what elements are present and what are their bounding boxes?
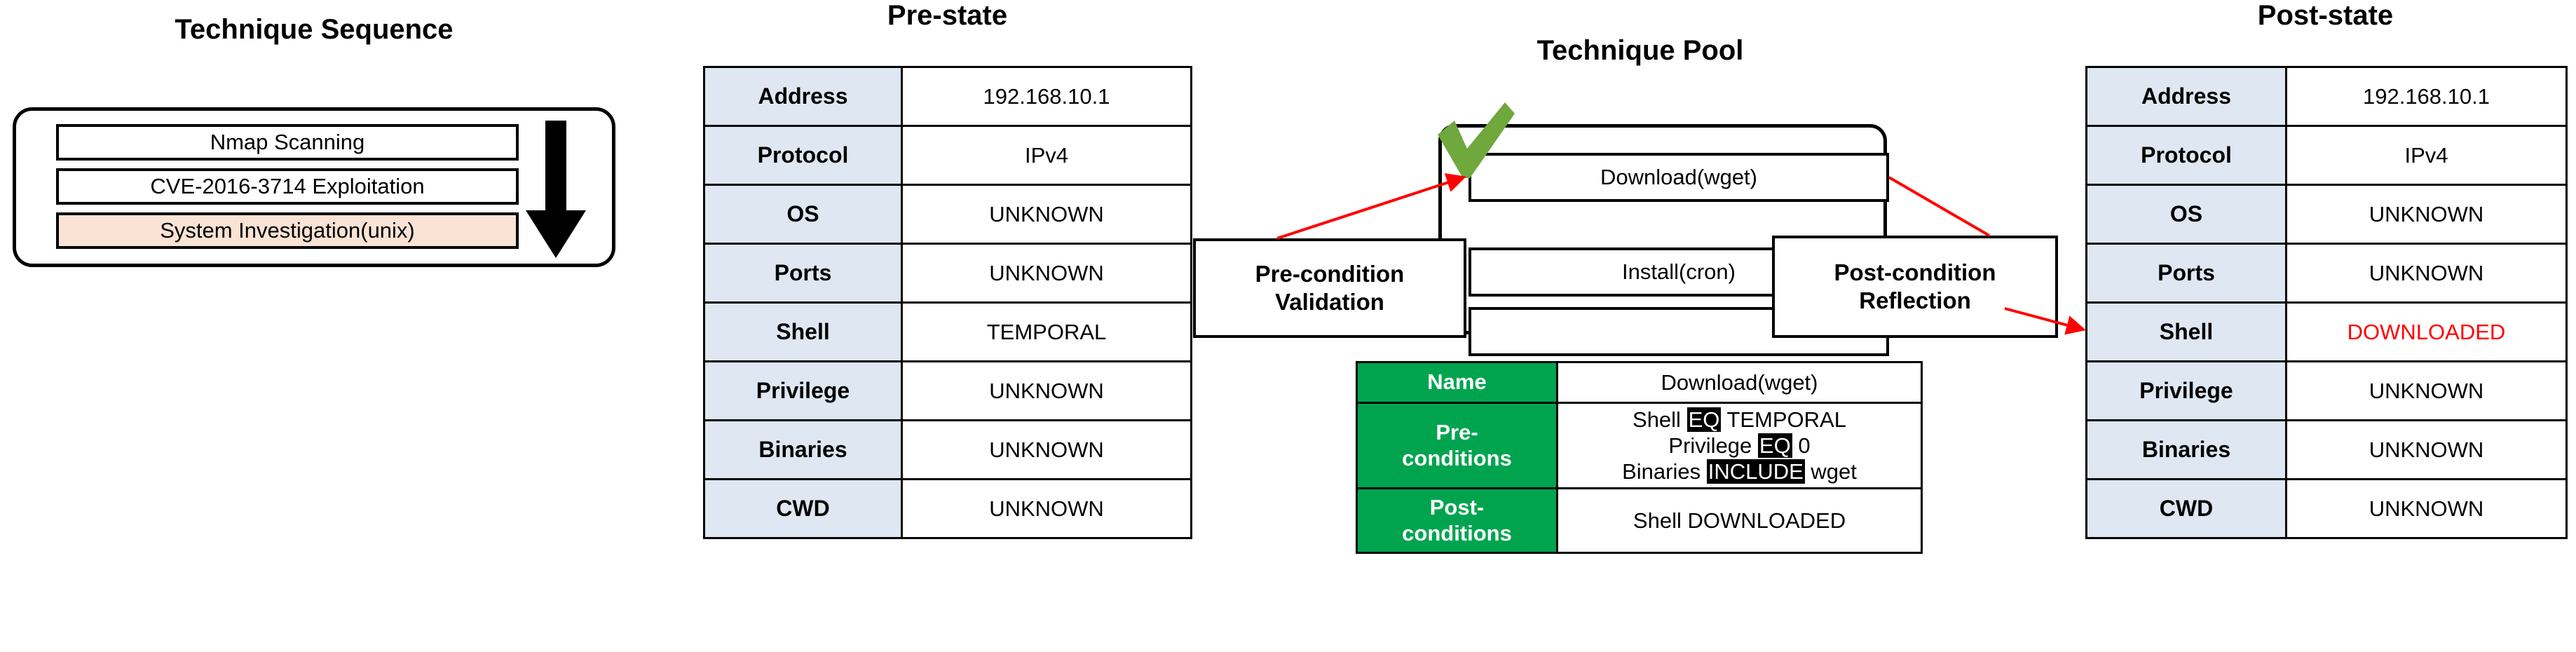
pre-state-value-cwd: UNKNOWN [901, 478, 1192, 539]
technique-sequence-panel: Nmap Scanning CVE-2016-3714 Exploitation… [13, 107, 615, 267]
post-condition-reflection-line1: Post-condition [1834, 259, 1996, 285]
pre-state-value-privilege: UNKNOWN [901, 360, 1192, 421]
pre-condition-validation-line1: Pre-condition [1255, 260, 1405, 287]
table-row: OS UNKNOWN [703, 184, 1192, 245]
post-state-value-ports: UNKNOWN [2285, 243, 2568, 304]
post-state-value-shell: DOWNLOADED [2285, 301, 2568, 362]
post-state-key-protocol: Protocol [2085, 125, 2287, 186]
table-row: Ports UNKNOWN [2085, 243, 2568, 304]
precondition-subject-1: Privilege [1668, 433, 1752, 458]
table-row: Address 192.168.10.1 [2085, 66, 2568, 127]
arrow-pre-condition-to-technique [1276, 173, 1466, 240]
pre-state-key-binaries: Binaries [703, 419, 903, 480]
technique-sequence-item-1[interactable]: CVE-2016-3714 Exploitation [56, 168, 519, 205]
green-check-icon [1438, 102, 1515, 178]
post-state-value-cwd: UNKNOWN [2285, 478, 2568, 539]
table-row: Name Download(wget) [1356, 361, 1923, 404]
down-arrow-icon [526, 121, 586, 258]
table-row: Address 192.168.10.1 [703, 66, 1192, 127]
technique-detail-key-preconditions: Pre- conditions [1356, 402, 1558, 489]
table-row: Protocol IPv4 [703, 125, 1192, 186]
precondition-object-1: 0 [1798, 433, 1811, 458]
pre-state-value-os: UNKNOWN [901, 184, 1192, 245]
table-row: Binaries UNKNOWN [2085, 419, 2568, 480]
table-row: Privilege UNKNOWN [2085, 360, 2568, 421]
pre-condition-validation-box[interactable]: Pre-condition Validation [1193, 238, 1466, 338]
technique-detail-key-name: Name [1356, 361, 1558, 404]
table-row: CWD UNKNOWN [703, 478, 1192, 539]
arrow-technique-to-post-condition [1888, 176, 1991, 237]
pre-state-value-binaries: UNKNOWN [901, 419, 1192, 480]
table-row: Ports UNKNOWN [703, 243, 1192, 304]
technique-detail-key-postconditions-line1: Post- [1429, 494, 1485, 519]
post-state-value-os: UNKNOWN [2285, 184, 2568, 245]
precondition-object-0: TEMPORAL [1726, 407, 1846, 432]
technique-sequence-item-0[interactable]: Nmap Scanning [56, 124, 519, 161]
precondition-subject-2: Binaries [1622, 459, 1701, 484]
pre-state-value-shell: TEMPORAL [901, 301, 1192, 362]
post-state-key-address: Address [2085, 66, 2287, 127]
technique-pool-item-download[interactable]: Download(wget) [1468, 153, 1889, 202]
post-state-title: Post-state [2257, 0, 2394, 31]
post-state-key-privilege: Privilege [2085, 360, 2287, 421]
technique-pool-title: Technique Pool [1536, 35, 1744, 66]
precondition-row-2: Binaries INCLUDE wget [1558, 459, 1921, 484]
technique-sequence-item-2[interactable]: System Investigation(unix) [56, 212, 519, 249]
technique-detail-value-name: Download(wget) [1556, 361, 1923, 404]
technique-detail-key-postconditions: Post- conditions [1356, 487, 1558, 554]
pre-state-key-address: Address [703, 66, 903, 127]
post-state-value-binaries: UNKNOWN [2285, 419, 2568, 480]
post-state-key-binaries: Binaries [2085, 419, 2287, 480]
post-state-key-ports: Ports [2085, 243, 2287, 304]
pre-condition-validation-line2: Validation [1275, 289, 1384, 315]
pre-state-table: Address 192.168.10.1 Protocol IPv4 OS UN… [703, 66, 1192, 539]
table-row: Post- conditions Shell DOWNLOADED [1356, 487, 1923, 554]
technique-detail-table: Name Download(wget) Pre- conditions Shel… [1356, 361, 1923, 554]
post-state-key-shell: Shell [2085, 301, 2287, 362]
pre-state-key-ports: Ports [703, 243, 903, 304]
post-condition-reflection-line2: Reflection [1859, 287, 1971, 313]
pre-state-key-cwd: CWD [703, 478, 903, 539]
technique-detail-key-preconditions-line1: Pre- [1436, 419, 1478, 444]
table-row: Shell DOWNLOADED [2085, 301, 2568, 362]
post-state-key-os: OS [2085, 184, 2287, 245]
table-row: CWD UNKNOWN [2085, 478, 2568, 539]
table-row: Binaries UNKNOWN [703, 419, 1192, 480]
table-row: Protocol IPv4 [2085, 125, 2568, 186]
pre-state-value-address: 192.168.10.1 [901, 66, 1192, 127]
pre-state-key-privilege: Privilege [703, 360, 903, 421]
table-row: Privilege UNKNOWN [703, 360, 1192, 421]
precondition-row-1: Privilege EQ 0 [1558, 433, 1921, 459]
precondition-operator-1: EQ [1757, 433, 1792, 458]
table-row: Shell TEMPORAL [703, 301, 1192, 362]
post-state-value-protocol: IPv4 [2285, 125, 2568, 186]
pre-state-key-protocol: Protocol [703, 125, 903, 186]
precondition-operator-2: INCLUDE [1706, 459, 1805, 484]
precondition-row-0: Shell EQ TEMPORAL [1558, 407, 1921, 433]
post-state-key-cwd: CWD [2085, 478, 2287, 539]
technique-detail-key-preconditions-line2: conditions [1402, 445, 1512, 470]
technique-detail-key-postconditions-line2: conditions [1402, 520, 1512, 545]
technique-sequence-title: Technique Sequence [175, 14, 454, 45]
pre-state-key-shell: Shell [703, 301, 903, 362]
table-row: OS UNKNOWN [2085, 184, 2568, 245]
technique-detail-value-postconditions: Shell DOWNLOADED [1556, 487, 1923, 554]
technique-detail-value-preconditions: Shell EQ TEMPORAL Privilege EQ 0 Binarie… [1556, 402, 1923, 489]
table-row: Pre- conditions Shell EQ TEMPORAL Privil… [1356, 402, 1923, 489]
post-state-value-privilege: UNKNOWN [2285, 360, 2568, 421]
precondition-object-2: wget [1811, 459, 1857, 484]
post-state-table: Address 192.168.10.1 Protocol IPv4 OS UN… [2085, 66, 2568, 539]
precondition-subject-0: Shell [1633, 407, 1681, 432]
pre-state-key-os: OS [703, 184, 903, 245]
precondition-operator-0: EQ [1686, 407, 1722, 432]
pre-state-value-ports: UNKNOWN [901, 243, 1192, 304]
pre-state-title: Pre-state [887, 0, 1008, 31]
technique-sequence-list: Nmap Scanning CVE-2016-3714 Exploitation… [56, 124, 519, 257]
post-state-value-address: 192.168.10.1 [2285, 66, 2568, 127]
pre-state-value-protocol: IPv4 [901, 125, 1192, 186]
post-condition-reflection-box[interactable]: Post-condition Reflection [1772, 236, 2058, 338]
